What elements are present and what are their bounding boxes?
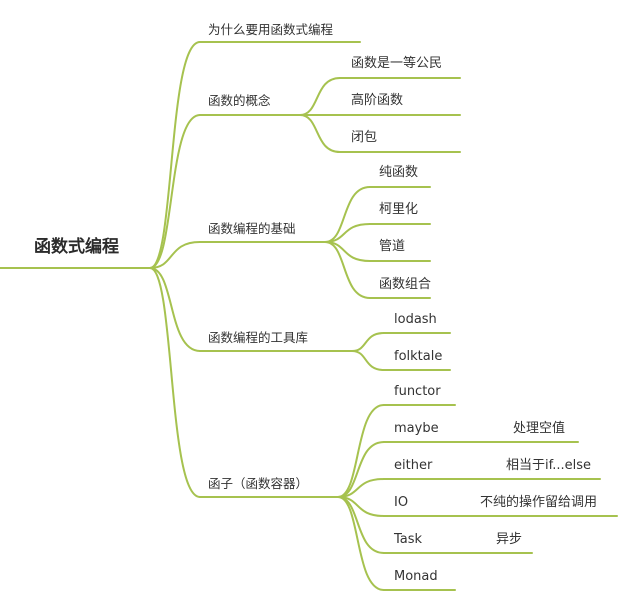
edge-root-why — [149, 41, 201, 269]
edge-functor-0 — [337, 404, 385, 498]
node-first-class-function[interactable]: 函数是一等公民 — [351, 56, 443, 71]
node-functor-container[interactable]: 函子（函数容器） — [208, 476, 309, 491]
node-maybe[interactable]: maybe — [394, 421, 439, 436]
node-fp-libraries[interactable]: 函数编程的工具库 — [208, 330, 309, 345]
note-either[interactable]: 相当于if...else — [506, 458, 592, 473]
edge-libs-0 — [351, 332, 385, 352]
edge-basics-0 — [324, 186, 371, 243]
edge-root-concept — [149, 114, 201, 269]
edge-root-libs — [149, 267, 201, 352]
root-node-label[interactable]: 函数式编程 — [34, 237, 119, 257]
edge-functor-5 — [337, 496, 385, 591]
node-function-concept[interactable]: 函数的概念 — [208, 93, 271, 108]
edge-basics-3 — [324, 241, 371, 299]
node-task[interactable]: Task — [394, 532, 423, 547]
node-pure-function[interactable]: 纯函数 — [379, 165, 419, 180]
note-io[interactable]: 不纯的操作留给调用 — [480, 495, 598, 510]
node-folktale[interactable]: folktale — [394, 349, 443, 364]
note-maybe[interactable]: 处理空值 — [513, 421, 566, 436]
note-task[interactable]: 异步 — [496, 532, 523, 547]
node-functor[interactable]: functor — [394, 384, 441, 399]
node-higher-order-function[interactable]: 高阶函数 — [351, 93, 404, 108]
node-currying[interactable]: 柯里化 — [379, 202, 419, 217]
node-monad[interactable]: Monad — [394, 569, 438, 584]
node-why-fp[interactable]: 为什么要用函数式编程 — [208, 22, 334, 37]
node-io[interactable]: IO — [394, 495, 409, 510]
edge-concept-0 — [299, 77, 341, 116]
edge-libs-1 — [351, 350, 385, 371]
edge-functor-1 — [337, 441, 385, 498]
edge-root-functor — [149, 267, 201, 498]
node-compose[interactable]: 函数组合 — [379, 277, 432, 292]
edge-root-basics — [149, 241, 201, 269]
node-lodash[interactable]: lodash — [394, 312, 437, 327]
node-fp-basics[interactable]: 函数编程的基础 — [208, 221, 296, 236]
edge-functor-4 — [337, 496, 385, 554]
node-pipe[interactable]: 管道 — [379, 239, 406, 254]
node-either[interactable]: either — [394, 458, 433, 473]
edge-concept-2 — [299, 114, 341, 153]
node-closure[interactable]: 闭包 — [351, 130, 378, 145]
